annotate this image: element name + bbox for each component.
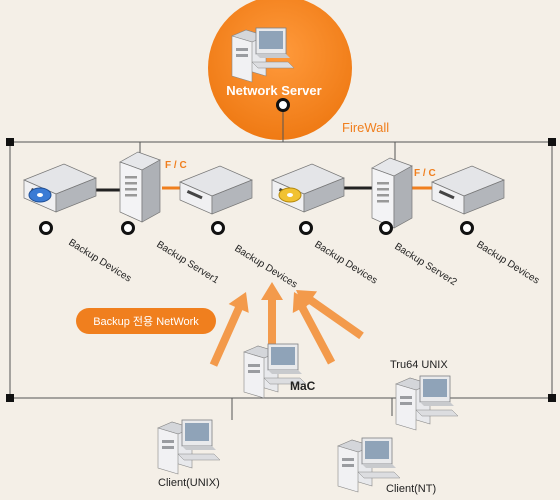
network-server-label: Network Server <box>226 83 321 98</box>
device-label-6: Backup Devices <box>474 239 541 286</box>
device-label-5: Backup Server2 <box>392 241 459 288</box>
device-label-4: Backup Devices <box>312 239 379 286</box>
backup-device-4-icon[interactable] <box>431 165 505 215</box>
firewall-label: FireWall <box>342 120 389 135</box>
backup-network-label: Backup 전용 NetWork <box>93 315 199 328</box>
fc-label-1: F / C <box>165 160 187 171</box>
device-label-3: Backup Devices <box>232 243 299 290</box>
device-label-1: Backup Devices <box>66 237 133 284</box>
nt-label: Client(NT) <box>386 483 436 495</box>
server-connector <box>276 98 290 112</box>
server-circle <box>208 0 352 140</box>
backup-server-1-icon[interactable] <box>119 151 161 223</box>
fc-label-2: F / C <box>414 168 436 179</box>
unix-label: Client(UNIX) <box>158 477 220 489</box>
backup-server-2-icon[interactable] <box>371 157 413 229</box>
firewall-corners <box>6 138 556 402</box>
backup-network-badge <box>76 308 216 334</box>
backup-device-3-icon[interactable] <box>271 163 345 213</box>
backup-device-1-icon[interactable] <box>23 163 97 213</box>
client-links <box>231 398 393 420</box>
device-label-2: Backup Server1 <box>154 239 221 286</box>
unix-client-icon[interactable] <box>157 419 221 475</box>
device-connectors <box>39 221 474 235</box>
firewall-boundary <box>9 112 553 399</box>
backup-device-2-icon[interactable] <box>179 165 253 215</box>
tru64-label: Tru64 UNIX <box>390 359 448 371</box>
mac-label: MaC <box>290 379 316 393</box>
tru64-client-icon[interactable] <box>395 375 459 431</box>
